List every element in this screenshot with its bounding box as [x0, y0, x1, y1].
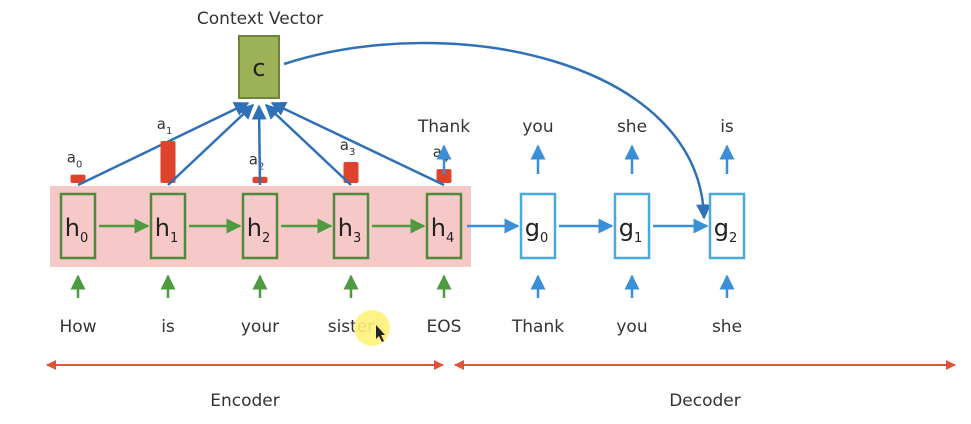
context-vector-title: Context Vector: [197, 9, 323, 29]
encoder-input-word: is: [161, 317, 175, 337]
attention-label-a0-subscript: 0: [76, 160, 82, 171]
attention-label-a3: a: [340, 136, 349, 154]
decoder-output-word: Thank: [417, 117, 470, 137]
encoder-state-label-h2: h: [247, 214, 262, 242]
attention-label-a4: a: [433, 143, 442, 161]
attention-label-a1: a: [157, 115, 166, 133]
attention-arrow: [270, 101, 445, 187]
attention-label-a2-subscript: 2: [258, 162, 264, 173]
attention-label-a1-subscript: 1: [166, 126, 172, 137]
decoder-output-word: she: [617, 117, 647, 137]
context-vector-label: c: [252, 54, 265, 82]
attention-label-a0: a: [67, 149, 76, 167]
encoder-state-label-h0: h: [65, 214, 80, 242]
decoder-state-label-g2-subscript: 2: [729, 231, 737, 246]
encoder-input-word: your: [241, 317, 279, 337]
encoder-state-h0: [59, 192, 97, 260]
decoder-state-label-g2: g: [714, 214, 729, 242]
attention-arrow: [167, 103, 255, 186]
attention-label-a3-subscript: 3: [349, 147, 355, 158]
encoder-input-word: EOS: [427, 317, 462, 337]
decoder-state-label-g0-subscript: 0: [540, 231, 548, 246]
decoder-label: Decoder: [669, 391, 741, 411]
encoder-state-h4: [425, 192, 463, 260]
decoder-state-label-g0: g: [525, 214, 540, 242]
attention-weight-a4: [436, 169, 452, 183]
encoder-state-label-h3: h: [338, 214, 353, 242]
attention-arrow: [251, 104, 267, 186]
encoder-state-h1: [149, 192, 187, 260]
encoder-state-label-h2-subscript: 2: [262, 231, 270, 246]
encoder: h0Howh1ish2yourh3sisterh4EOSa0a1a2a3a4: [59, 101, 463, 337]
attention-arrow: [264, 103, 352, 186]
decoder-input-word: Thank: [511, 317, 564, 337]
encoder-state-label-h4: h: [431, 214, 446, 242]
decoder-input-word: she: [712, 317, 742, 337]
encoder-state-h3: [332, 192, 370, 260]
encoder-state-label-h4-subscript: 4: [446, 231, 454, 246]
decoder-state-g0: [519, 192, 557, 260]
cursor-highlight: [354, 310, 390, 346]
encoder-state-label-h1-subscript: 1: [170, 231, 178, 246]
decoder-state-g1: [613, 192, 651, 260]
decoder-output-word: is: [720, 117, 734, 137]
attention-label-a2: a: [249, 151, 258, 169]
encoder-state-label-h0-subscript: 0: [80, 231, 88, 246]
encoder-input-word: How: [59, 317, 96, 337]
context-vector-box: [238, 35, 280, 99]
decoder-state-label-g1-subscript: 1: [634, 231, 642, 246]
decoder-state-g2: [708, 192, 746, 260]
context-to-decoder-arrow: [283, 41, 712, 220]
encoder-state-label-h1: h: [155, 214, 170, 242]
encoder-state-label-h3-subscript: 3: [353, 231, 361, 246]
decoder-output-word: you: [522, 117, 553, 137]
decoder-input-word: you: [616, 317, 647, 337]
attention-weight-a0: [70, 174, 86, 183]
attention-weight-a3: [343, 162, 359, 183]
decoder-state-label-g1: g: [619, 214, 634, 242]
encoder-label: Encoder: [210, 391, 280, 411]
encoder-state-h2: [241, 192, 279, 260]
attention-weight-a1: [160, 141, 176, 183]
